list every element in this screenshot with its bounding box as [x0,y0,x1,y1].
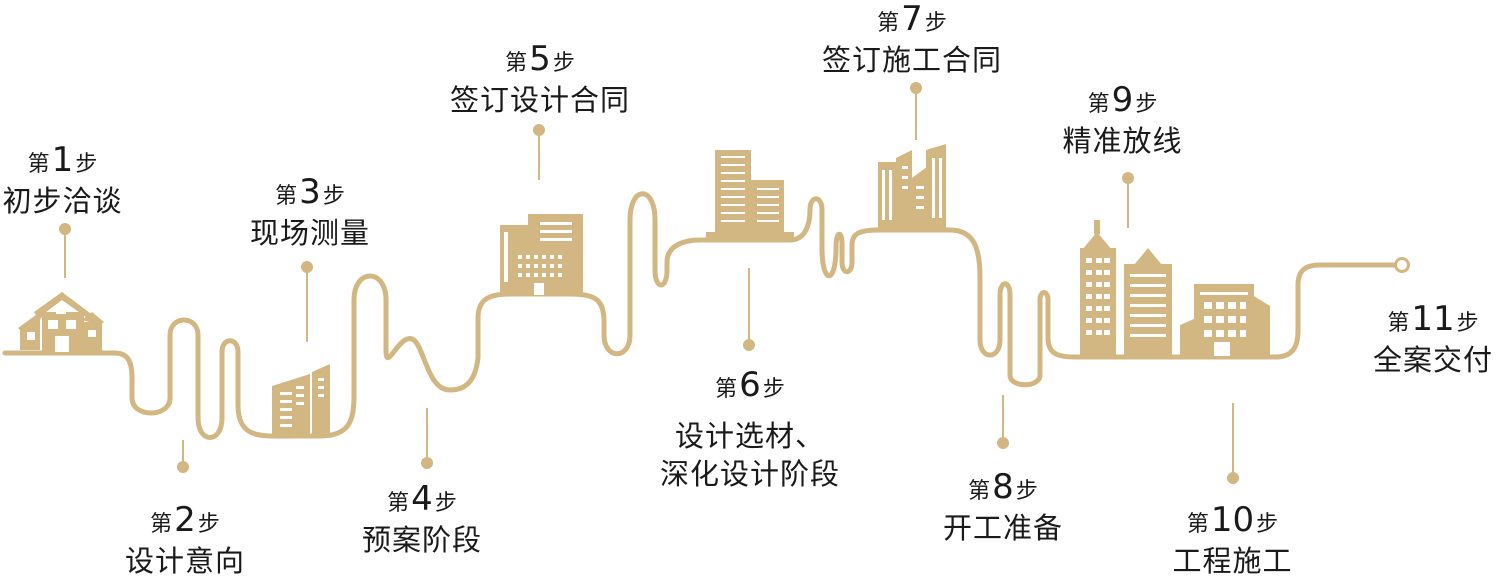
step-10-title: 工程施工 [1172,544,1293,577]
step-8-title: 开工准备 [942,511,1063,545]
step-11-label: 第11步 全案交付 [1368,302,1498,379]
step-6-heading: 第6步 [715,365,785,405]
leader-dot [421,457,433,469]
step-6-title-line1: 设计选材、 [674,419,825,453]
step-7-heading: 第7步 [877,0,947,39]
step-3-label: 第3步 现场测量 [240,175,380,252]
step-8-label: 第8步 开工准备 [933,470,1073,547]
step-5-title: 签订设计合同 [449,83,630,117]
leader-dot [997,437,1009,449]
leader-dot [533,124,545,136]
step-3-heading: 第3步 [275,172,345,212]
leader-dot [59,223,71,235]
step-3-title: 现场测量 [249,216,370,250]
city-buildings-icon [1080,220,1270,356]
step-6-label: 第6步 设计选材、 深化设计阶段 [645,368,855,493]
step-5-heading: 第5步 [505,39,575,79]
timeline-end-marker [1394,257,1410,273]
leader-lines [59,82,1239,484]
step-2-label: 第2步 设计意向 [115,503,255,577]
step-6-title-line2: 深化设计阶段 [659,457,840,491]
leader-dot [910,82,922,94]
step-4-label: 第4步 预案阶段 [352,482,492,559]
step-10-label: 第10步 工程施工 [1160,503,1305,577]
step-8-heading: 第8步 [968,467,1038,507]
house-icon [18,292,104,352]
skyline-icon [878,144,946,230]
office-building-icon [500,214,583,295]
step-4-title: 预案阶段 [361,523,482,557]
leader-dot [1227,472,1239,484]
step-1-title: 初步洽谈 [2,184,123,218]
step-10-heading: 第10步 [1186,500,1279,540]
step-1-heading: 第1步 [27,140,98,180]
step-9-title: 精准放线 [1062,124,1183,158]
step-1-label: 第1步 初步洽谈 [0,143,125,220]
step-5-label: 第5步 签订设计合同 [440,42,640,119]
step-2-heading: 第2步 [150,500,220,540]
step-7-label: 第7步 签订施工合同 [812,2,1012,79]
leader-dot [743,339,755,351]
step-4-heading: 第4步 [387,479,457,519]
step-9-heading: 第9步 [1087,80,1158,120]
timeline-path [2,191,1401,440]
step-11-heading: 第11步 [1387,299,1479,339]
step-2-title: 设计意向 [124,544,245,577]
step-7-title: 签订施工合同 [821,43,1002,77]
towers-icon [706,150,794,238]
building-icon [272,364,330,436]
leader-dot [1122,172,1134,184]
step-9-label: 第9步 精准放线 [1050,83,1195,160]
leader-dot [177,461,189,473]
leader-dot [301,261,313,273]
step-11-title: 全案交付 [1372,343,1493,377]
